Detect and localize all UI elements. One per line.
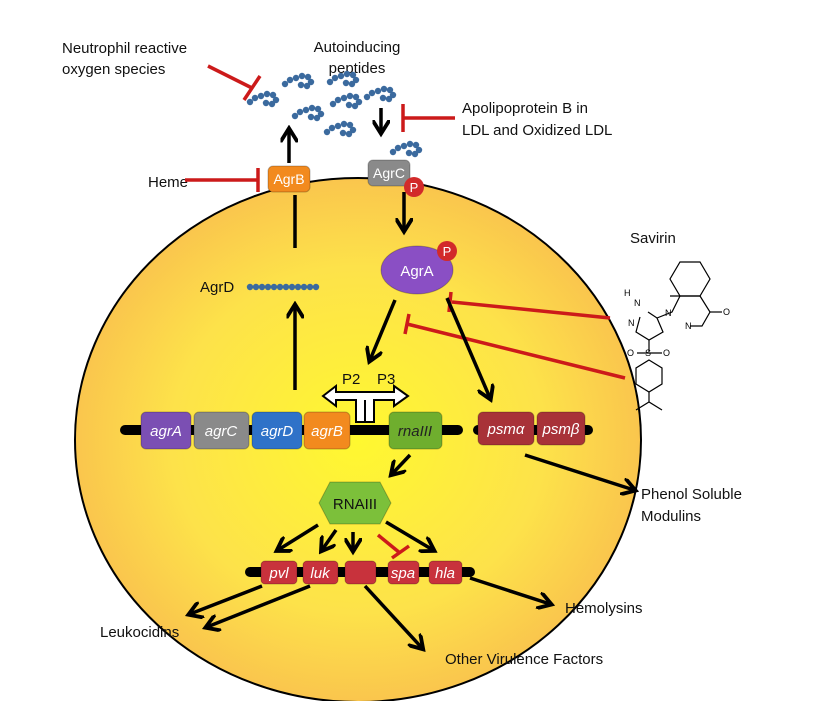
aip-label: Autoinducing [314,39,401,56]
svg-text:H: H [624,288,631,298]
gene-spa[interactable]: spa [387,560,420,585]
agrd-label: AgrD [200,279,234,296]
svg-text:rnaIII: rnaIII [398,423,432,440]
apolipoprotein-label: LDL and Oxidized LDL [462,122,612,139]
gene-agrb[interactable]: agrB [303,411,351,450]
rnaiii-hexagon[interactable]: RNAIII [318,481,392,525]
phosphate-badge: P [437,241,457,261]
svg-text:N: N [634,298,641,308]
gene-rnaiii[interactable]: rnaIII [388,411,443,450]
gene-agrc[interactable]: agrC [193,411,250,450]
agrd-peptide [246,283,320,291]
svg-text:agrC: agrC [205,423,238,440]
heme-label: Heme [148,174,188,191]
savirin-structure [635,261,722,411]
svg-text:spa: spa [391,565,415,582]
svg-text:AgrC: AgrC [373,165,405,181]
svg-text:AgrB: AgrB [273,171,304,187]
leukocidins-label: Leukocidins [100,624,179,641]
agrb-protein[interactable]: AgrB [267,165,311,193]
svg-text:O: O [723,307,730,317]
gene-pvl[interactable]: pvl [260,560,298,585]
svg-text:N: N [685,321,692,331]
hemolysins-label: Hemolysins [565,600,643,617]
apolipoprotein-label: Apolipoprotein B in [462,100,588,117]
svg-text:psmα: psmα [487,421,525,438]
p3-label: P3 [377,371,395,388]
neutrophil-label: oxygen species [62,61,165,78]
savirin-atoms: H N N N N O O S O [624,288,730,358]
autoinducing-peptides [246,70,423,158]
gene-hla[interactable]: hla [428,560,463,585]
svg-text:AgrA: AgrA [400,263,433,280]
gene-unlabeled[interactable] [344,560,377,585]
gene-psm-beta[interactable]: psmβ [536,411,586,446]
bacterial-cell [74,177,642,701]
svg-text:luk: luk [310,565,331,582]
svg-text:P: P [410,180,419,195]
p2-label: P2 [342,371,360,388]
svg-text:pvl: pvl [268,565,289,582]
phosphate-badge: P [404,177,424,197]
agrc-protein[interactable]: AgrC [367,159,411,187]
other-virulence-label: Other Virulence Factors [445,651,603,668]
svg-text:N: N [665,308,672,318]
svg-text:O: O [663,348,670,358]
gene-luk[interactable]: luk [302,560,339,585]
aip-label: peptides [329,60,386,77]
svg-text:agrB: agrB [311,423,343,440]
svg-text:P: P [443,244,452,259]
svg-text:N: N [628,318,635,328]
agra-protein[interactable]: AgrA [380,245,454,295]
svg-text:agrA: agrA [150,423,182,440]
svg-text:hla: hla [435,565,455,582]
psm-label: Phenol Soluble [641,486,742,503]
svg-text:O: O [627,348,634,358]
activation-arrows [190,108,634,648]
psm-label: Modulins [641,508,701,525]
gene-agra[interactable]: agrA [140,411,192,450]
svg-text:RNAIII: RNAIII [333,496,377,513]
svg-text:psmβ: psmβ [542,421,580,438]
gene-psm-alpha[interactable]: psmα [477,411,535,446]
gene-agrd[interactable]: agrD [251,411,303,450]
svg-text:agrD: agrD [261,423,294,440]
savirin-label: Savirin [630,230,676,247]
svg-text:S: S [645,348,651,358]
neutrophil-label: Neutrophil reactive [62,40,187,57]
